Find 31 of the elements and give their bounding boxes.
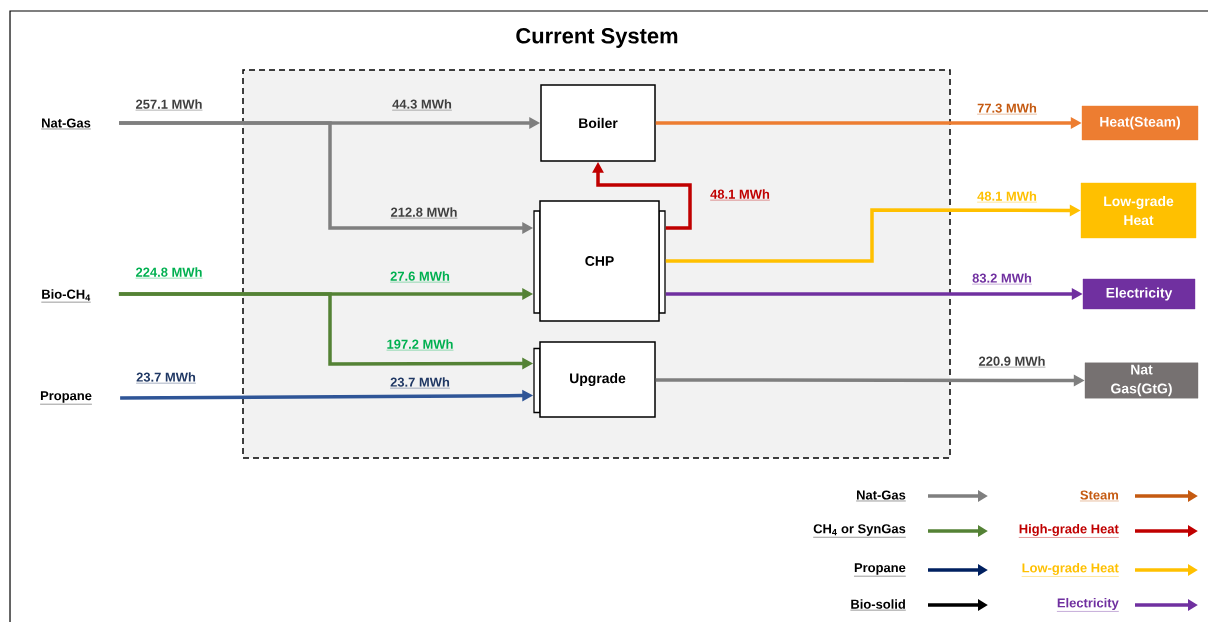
process-box: CHP [539, 200, 660, 322]
output-box: Electricity [1082, 278, 1196, 310]
edge-label: 212.8 MWh [390, 207, 458, 219]
input-label: Nat-Gas [41, 118, 92, 130]
edge-label: 44.3 MWh [391, 99, 453, 111]
output-box: Low-grade Heat [1080, 182, 1197, 239]
input-label: Bio-CH$_{4}$ [41, 289, 91, 303]
flow-label: 257.1 MWh [135, 99, 203, 111]
edge-label: 27.6 MWh [389, 271, 451, 283]
output-box: Heat(Steam) [1081, 105, 1199, 141]
process-box: Boiler [540, 84, 656, 162]
legend-label: Nat-Gas [855, 490, 906, 502]
edge-label: 48.1 MWh [976, 191, 1038, 203]
legend-label: Steam [1079, 490, 1119, 502]
title: Current System [516, 28, 678, 48]
legend-label: Bio-solid [850, 599, 906, 611]
output-box: Nat Gas(GtG) [1084, 362, 1199, 399]
legend-label: Low-grade Heat [1021, 562, 1119, 577]
edge-label: 83.2 MWh [971, 273, 1033, 285]
legend-label: High-grade Heat [1018, 523, 1119, 538]
edge-label: 23.7 MWh [389, 377, 451, 389]
input-label: Propane [39, 391, 93, 405]
edge-label: 77.3 MWh [976, 103, 1038, 115]
legend-label: CH$_{4}$ or SynGas [812, 524, 906, 538]
edge-label: 197.2 MWh [386, 339, 454, 351]
flow-label: 23.7 MWh [135, 372, 197, 384]
legend-label: Propane [853, 563, 906, 577]
legend-label: Electricity [1056, 597, 1119, 612]
edge-label: 48.1 MWh [709, 189, 771, 201]
flow-label: 224.8 MWh [135, 267, 203, 279]
edge-label: 220.9 MWh [978, 356, 1046, 368]
